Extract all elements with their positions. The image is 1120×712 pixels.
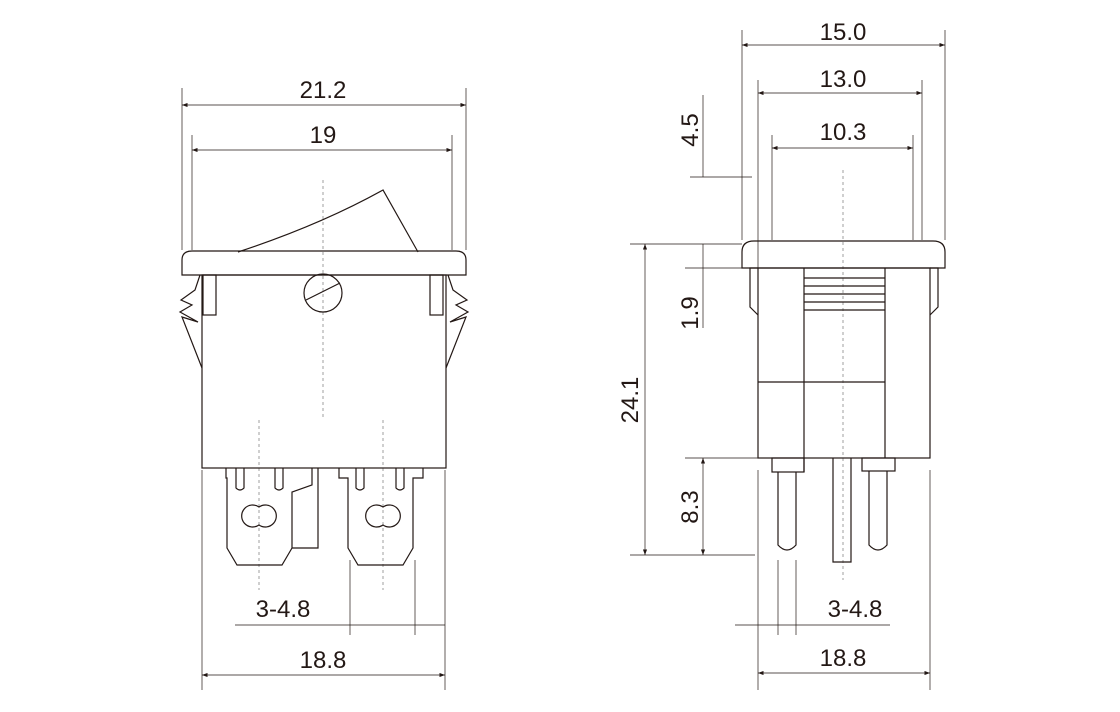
front-view: 21.2 19 3-4.8 18.8: [178, 77, 470, 690]
dim-body-width: 18.8: [300, 647, 347, 674]
dim-body-width-top: 13.0: [820, 66, 867, 93]
switch-body: [201, 274, 447, 469]
snap-clip-left: [178, 274, 203, 369]
pin-right: [868, 471, 888, 551]
terminal-right: [338, 468, 424, 566]
dim-bezel-inner-width: 19: [310, 122, 337, 149]
side-body: [757, 267, 931, 459]
pin-left: [777, 472, 797, 551]
dim-rocker-height: 4.5: [677, 113, 704, 146]
bezel: [181, 250, 467, 276]
dim-side-body-width: 18.8: [820, 645, 867, 672]
dim-terminal-spacing: 3-4.8: [256, 596, 311, 623]
dim-bezel-thickness: 1.9: [677, 296, 704, 329]
side-bezel: [741, 240, 946, 269]
dim-overall-width: 21.2: [300, 77, 347, 104]
screw: [303, 273, 343, 313]
dim-total-height: 24.1: [617, 377, 644, 424]
dim-bezel-width: 15.0: [820, 19, 867, 46]
side-view: 15.0 13.0 10.3 4.5 1.9 24.1 8.3 3-4.8 18…: [617, 19, 946, 690]
snap-clip-right: [445, 274, 470, 369]
dim-pin-spacing: 3-4.8: [828, 596, 883, 623]
dim-inner-width: 10.3: [820, 119, 867, 146]
center-blade: [832, 458, 852, 563]
dim-pin-length: 8.3: [677, 490, 704, 523]
rocker-actuator: [237, 189, 419, 253]
terminal-left: [225, 468, 313, 566]
